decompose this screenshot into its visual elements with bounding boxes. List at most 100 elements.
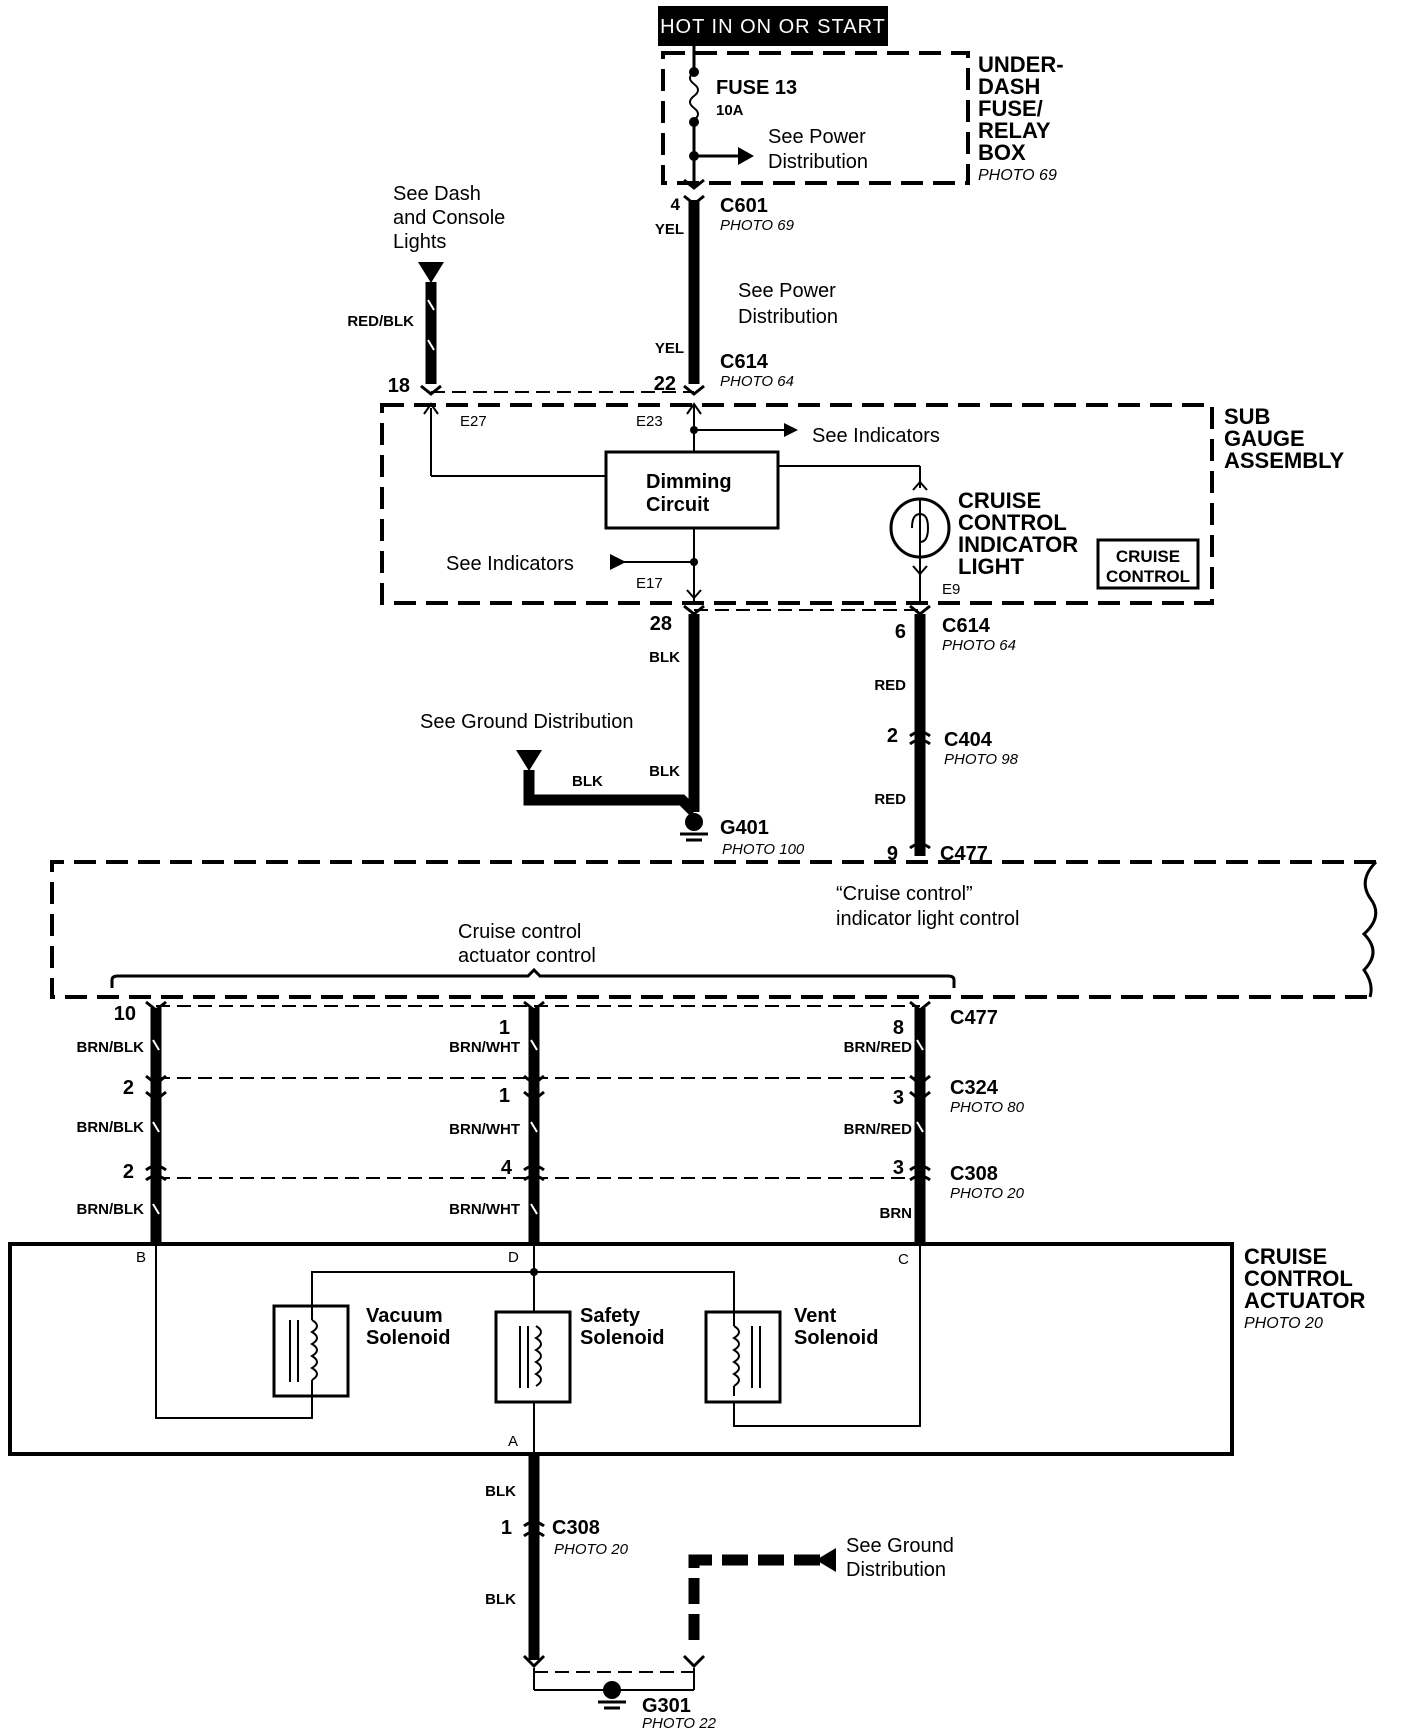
hot-label-background	[658, 6, 888, 46]
svg-text:BLK: BLK	[485, 1483, 516, 1500]
svg-text:BRN/BLK: BRN/BLK	[77, 1201, 145, 1218]
vacuum-solenoid	[272, 1304, 350, 1398]
svg-text:CRUISE: CRUISE	[958, 488, 1041, 513]
svg-text:BRN/WHT: BRN/WHT	[449, 1201, 520, 1218]
svg-text:RED: RED	[874, 791, 906, 808]
wire-blk-ground	[523, 770, 698, 816]
dimming-circuit	[604, 450, 780, 530]
svg-text:BRN/WHT: BRN/WHT	[449, 1039, 520, 1056]
svg-text:Solenoid: Solenoid	[366, 1327, 450, 1349]
svg-text:ACTUATOR: ACTUATOR	[1244, 1288, 1366, 1313]
svg-text:1: 1	[499, 1017, 510, 1039]
svg-text:BOX: BOX	[978, 140, 1026, 165]
svg-text:Distribution: Distribution	[846, 1559, 946, 1581]
hot-label: HOT IN ON OR START	[660, 16, 886, 38]
c404-label: C404	[944, 729, 993, 751]
vent-solenoid-label: Vent	[794, 1305, 837, 1327]
fuse-name: FUSE 13	[716, 77, 797, 99]
svg-text:CONTROL: CONTROL	[1106, 567, 1190, 586]
svg-text:1: 1	[501, 1517, 512, 1539]
fuse-box-outline	[661, 51, 970, 185]
arrow-down-icon	[418, 262, 444, 283]
svg-text:18: 18	[388, 375, 410, 397]
svg-text:CONTROL: CONTROL	[1244, 1266, 1353, 1291]
cruise-control-actuator	[8, 1242, 1234, 1456]
svg-text:CONTROL: CONTROL	[958, 510, 1067, 535]
svg-text:INDICATOR: INDICATOR	[958, 532, 1078, 557]
fuse-box-title: UNDER- DASH FUSE/ RELAY BOX PHOTO 69	[978, 52, 1064, 184]
see-indicators-left: See Indicators	[446, 553, 574, 575]
svg-text:RELAY: RELAY	[978, 118, 1051, 143]
svg-text:1: 1	[499, 1085, 510, 1107]
c308-label: C308	[950, 1163, 998, 1185]
bracket	[110, 967, 956, 988]
svg-text:E23: E23	[636, 413, 663, 430]
svg-text:Dimming: Dimming	[646, 471, 732, 493]
ground-icon	[598, 1681, 626, 1710]
svg-text:FUSE/: FUSE/	[978, 96, 1043, 121]
svg-text:PHOTO 80: PHOTO 80	[950, 1099, 1025, 1116]
svg-text:BRN/RED: BRN/RED	[844, 1039, 913, 1056]
svg-text:Distribution: Distribution	[738, 306, 838, 328]
svg-text:BRN/WHT: BRN/WHT	[449, 1121, 520, 1138]
svg-text:YEL: YEL	[655, 221, 684, 238]
connector-icon	[909, 730, 931, 738]
svg-text:PHOTO 69: PHOTO 69	[720, 217, 795, 234]
svg-text:BRN/RED: BRN/RED	[844, 1121, 913, 1138]
vent-solenoid	[704, 1306, 782, 1404]
svg-text:CRUISE: CRUISE	[1244, 1244, 1327, 1269]
svg-text:BLK: BLK	[485, 1591, 516, 1608]
arrow-down-icon	[516, 750, 542, 771]
arrow-right-icon	[738, 147, 754, 165]
svg-text:A: A	[508, 1433, 518, 1450]
c477-top-label: C477	[940, 843, 988, 865]
sub-gauge-assembly-outline	[380, 403, 1214, 605]
svg-text:PHOTO 22: PHOTO 22	[642, 1715, 717, 1730]
svg-text:B: B	[136, 1249, 146, 1266]
svg-text:6: 6	[895, 621, 906, 643]
svg-text:22: 22	[654, 373, 676, 395]
svg-text:Solenoid: Solenoid	[580, 1327, 664, 1349]
svg-text:CRUISE: CRUISE	[1116, 547, 1180, 566]
svg-text:PHOTO 98: PHOTO 98	[944, 751, 1019, 768]
actuator-title: CRUISE CONTROL ACTUATOR PHOTO 20	[1244, 1244, 1366, 1332]
g401-label: G401	[720, 817, 769, 839]
svg-text:RED: RED	[874, 677, 906, 694]
svg-text:2: 2	[887, 725, 898, 747]
svg-text:UNDER-: UNDER-	[978, 52, 1064, 77]
break-symbol	[1361, 860, 1378, 998]
svg-text:28: 28	[650, 613, 672, 635]
fuse-icon	[689, 71, 699, 121]
svg-text:actuator control: actuator control	[458, 945, 596, 967]
indicator-light-control: “Cruise control”	[836, 883, 973, 905]
svg-text:BLK: BLK	[649, 763, 680, 780]
fuse-rating: 10A	[716, 102, 744, 119]
svg-text:E9: E9	[942, 581, 960, 598]
safety-solenoid-label: Safety	[580, 1305, 641, 1327]
svg-text:DASH: DASH	[978, 74, 1040, 99]
svg-text:10: 10	[114, 1003, 136, 1025]
arrow-right-icon	[784, 423, 798, 437]
svg-text:GAUGE: GAUGE	[1224, 426, 1305, 451]
g301-label: G301	[642, 1695, 691, 1717]
svg-text:PHOTO 64: PHOTO 64	[720, 373, 794, 390]
c308-bottom-label: C308	[552, 1517, 600, 1539]
see-indicators-top: See Indicators	[812, 425, 940, 447]
svg-text:PHOTO 20: PHOTO 20	[1244, 1315, 1323, 1332]
svg-text:LIGHT: LIGHT	[958, 554, 1025, 579]
cruise-indicator-label: CRUISE CONTROL INDICATOR LIGHT	[958, 488, 1078, 579]
see-ground-distribution-1: See Ground Distribution	[420, 711, 633, 733]
svg-text:3: 3	[893, 1157, 904, 1179]
control-module-outline	[50, 860, 1376, 999]
ground-icon	[680, 813, 708, 842]
coil-icon	[534, 1325, 542, 1387]
svg-text:D: D	[508, 1249, 519, 1266]
svg-text:2: 2	[123, 1161, 134, 1183]
svg-text:E27: E27	[460, 413, 487, 430]
svg-text:PHOTO 64: PHOTO 64	[942, 637, 1016, 654]
svg-text:and Console: and Console	[393, 207, 505, 229]
svg-text:Solenoid: Solenoid	[794, 1327, 878, 1349]
svg-text:3: 3	[893, 1087, 904, 1109]
c614-bottom-label: C614	[942, 615, 991, 637]
svg-text:SUB: SUB	[1224, 404, 1270, 429]
